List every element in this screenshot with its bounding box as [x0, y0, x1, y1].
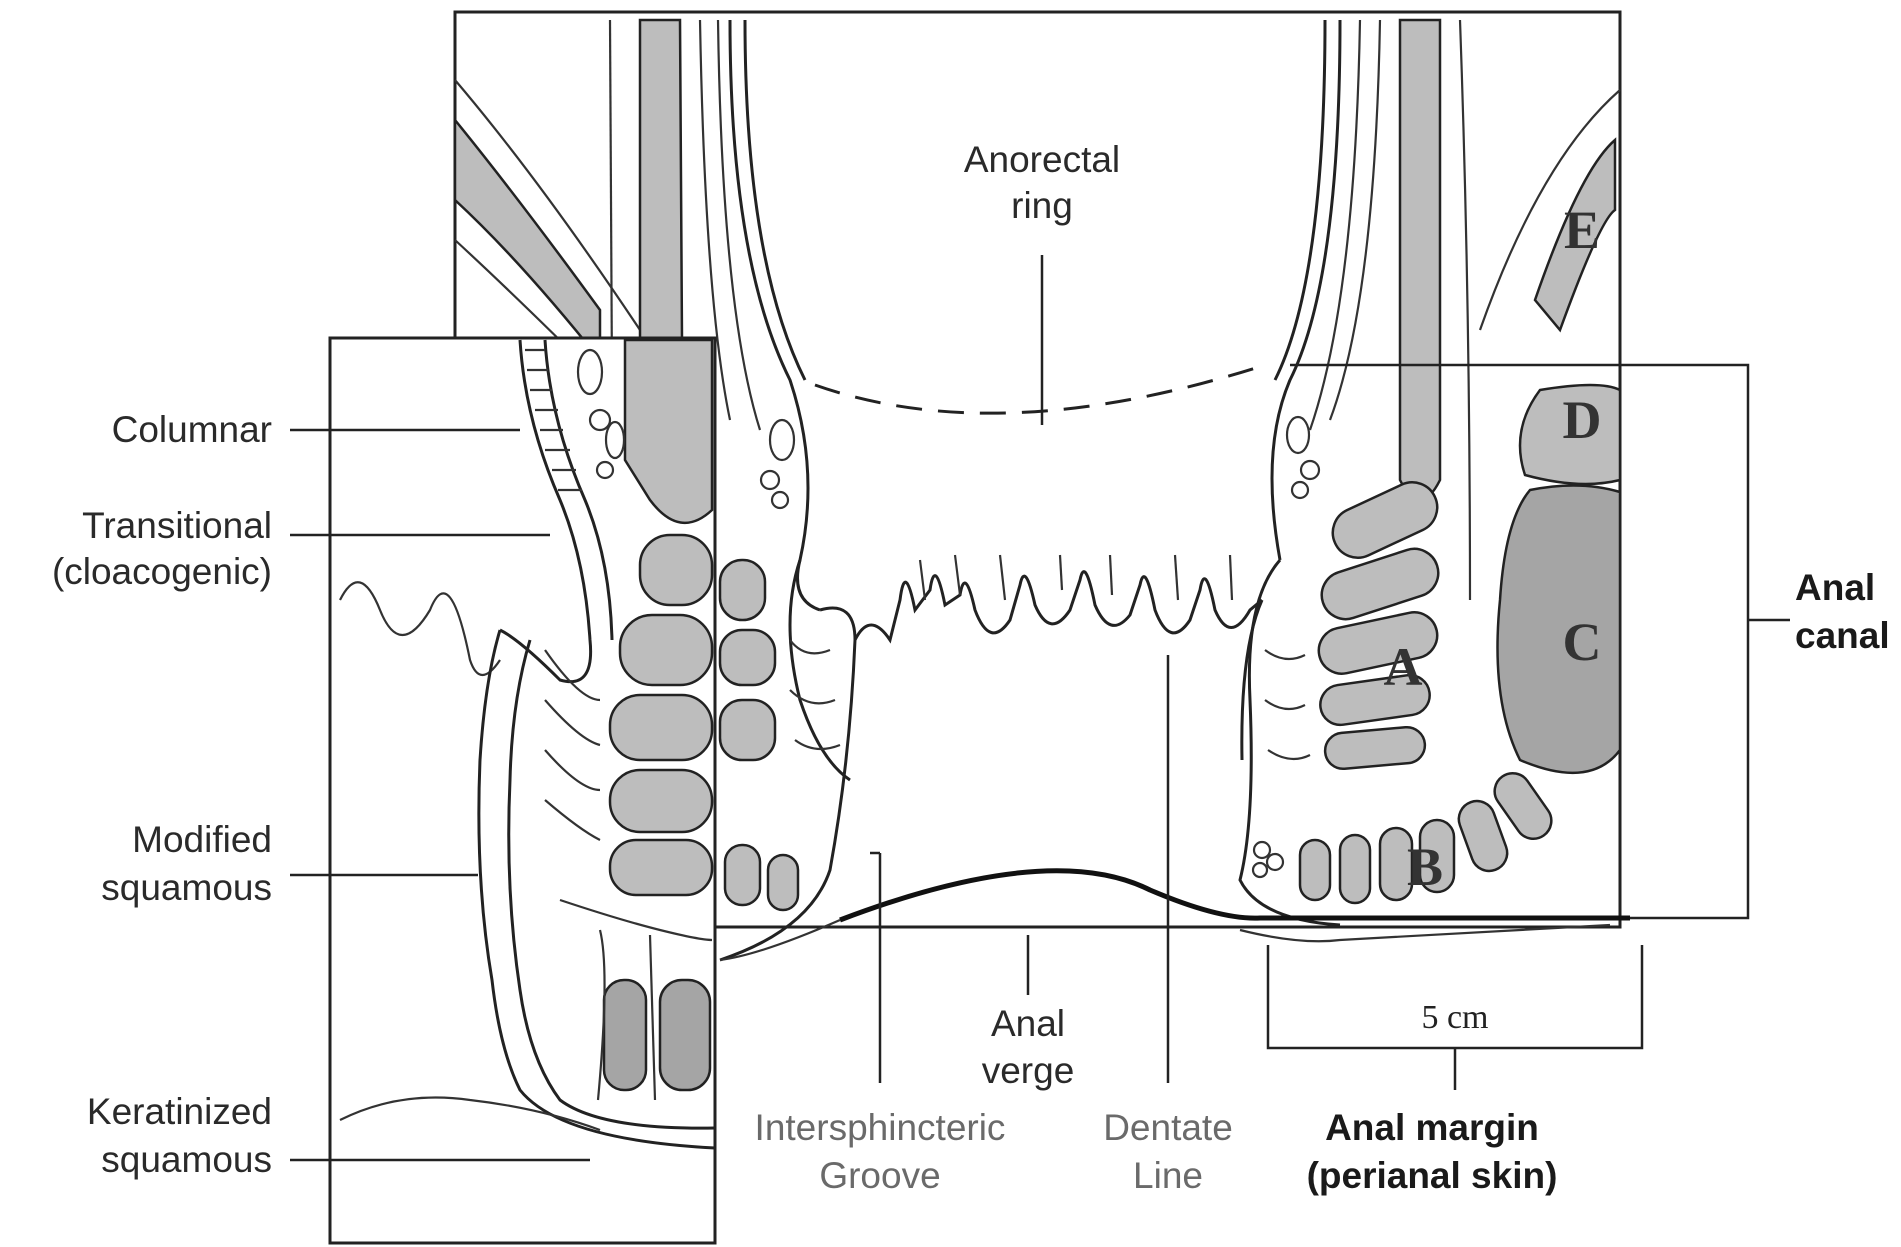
region-letter-b: B: [1407, 837, 1443, 897]
anorectal-ring-label-line1: Anorectal: [964, 139, 1120, 180]
intersphincteric-groove-label-line1: Intersphincteric: [755, 1107, 1006, 1148]
region-letter-e: E: [1564, 200, 1600, 260]
anorectal-ring-label-line2: ring: [1011, 185, 1073, 226]
dentate-line-label-line2: Line: [1133, 1155, 1203, 1196]
keratinized-squamous-label-line2: squamous: [101, 1139, 272, 1180]
dentate-line-label-line1: Dentate: [1103, 1107, 1233, 1148]
region-letter-c: C: [1563, 612, 1602, 672]
transitional-label-line1: Transitional: [82, 505, 272, 546]
anal-verge-label-line1: Anal: [991, 1003, 1065, 1044]
anal-verge-label-line2: verge: [982, 1050, 1075, 1091]
anal-margin-label-line1: Anal margin: [1325, 1107, 1539, 1148]
intersphincteric-groove-label-line2: Groove: [819, 1155, 940, 1196]
columnar-label: Columnar: [112, 409, 272, 450]
modified-squamous-label-line1: Modified: [132, 819, 272, 860]
epithelium-inset: [330, 338, 715, 1243]
anal-canal-label-line1: Anal: [1795, 567, 1875, 608]
anal-canal-label-line2: canal: [1795, 615, 1890, 656]
anal-margin-label-line2: (perianal skin): [1307, 1155, 1558, 1196]
keratinized-squamous-label-line1: Keratinized: [87, 1091, 272, 1132]
transitional-label-line2: (cloacogenic): [52, 551, 272, 592]
scale-label-5cm: 5 cm: [1421, 999, 1488, 1036]
region-letter-a: A: [1384, 637, 1423, 697]
region-letter-d: D: [1563, 390, 1602, 450]
modified-squamous-label-line2: squamous: [101, 867, 272, 908]
